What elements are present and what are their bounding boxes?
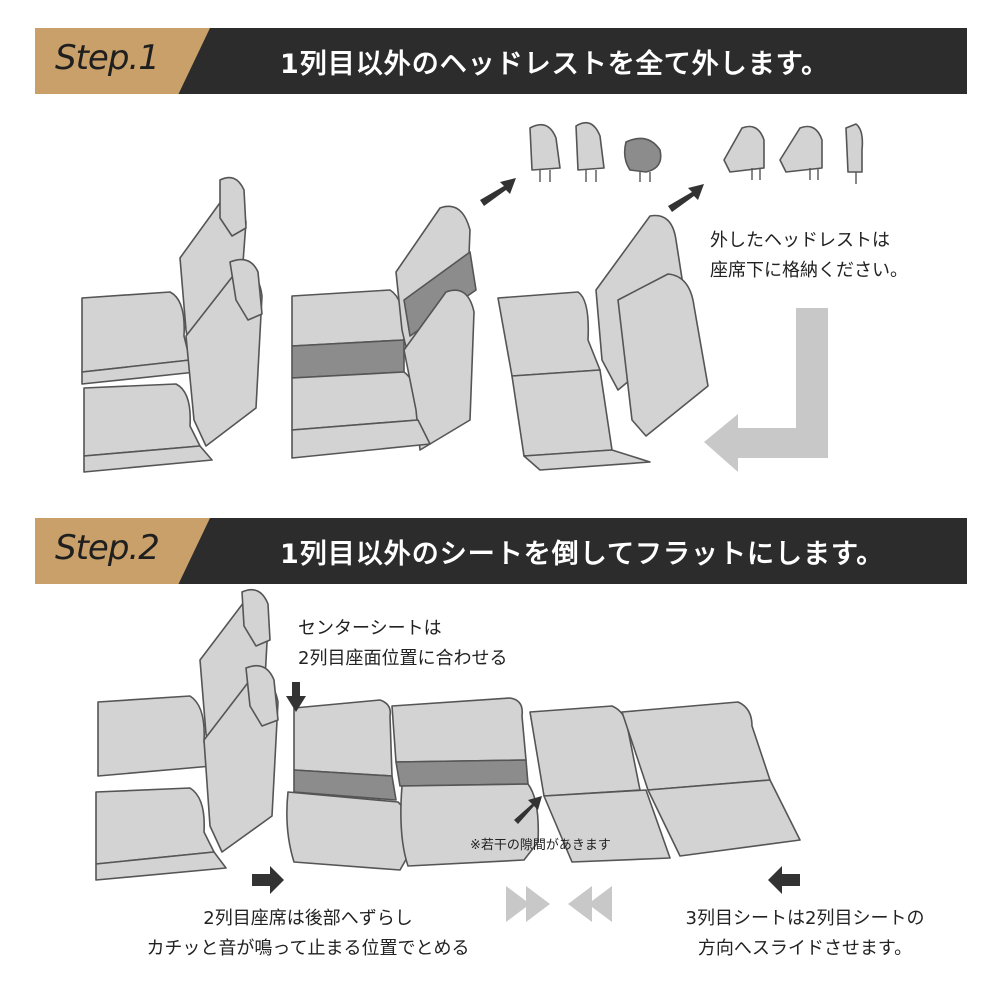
row2-note-line2: カチッと音が鳴って止まる位置でとめる xyxy=(146,938,470,959)
step2-header: Step.2 1列目以外のシートを倒してフラットにします。 xyxy=(35,518,967,584)
headrest-note-line2: 座席下に格納ください。 xyxy=(710,260,908,281)
gap-note: ※若干の隙間があきます xyxy=(470,838,611,853)
arrow-icon xyxy=(514,796,542,824)
step1-title: 1列目以外のヘッドレストを全て外します。 xyxy=(280,49,830,80)
center-note-line1: センターシートは xyxy=(298,618,442,639)
step1-second-row xyxy=(291,205,477,459)
step2-second-row xyxy=(286,697,540,871)
step1-tag: Step.1 xyxy=(35,28,210,94)
center-note-line2: 2列目座面位置に合わせる xyxy=(298,648,508,669)
arrow-icon xyxy=(768,866,800,894)
row3-note-line2: 方向へスライドさせます。 xyxy=(697,938,913,959)
removed-headrests xyxy=(529,121,864,184)
center-seat-note: センターシートは 2列目座面位置に合わせる xyxy=(298,614,507,674)
step1-front-seats xyxy=(81,176,263,473)
headrest-note-line1: 外したヘッドレストは xyxy=(710,230,890,251)
arrow-icon xyxy=(286,682,306,712)
step2-title: 1列目以外のシートを倒してフラットにします。 xyxy=(280,539,885,570)
step1-header: Step.1 1列目以外のヘッドレストを全て外します。 xyxy=(35,28,967,94)
step1-label: Step.1 xyxy=(55,38,160,78)
slide-right-icon xyxy=(526,886,550,922)
arrow-icon xyxy=(480,178,516,206)
store-arrow-icon xyxy=(704,308,828,472)
step2-label: Step.2 xyxy=(55,528,160,568)
row3-note-line1: 3列目シートは2列目シートの xyxy=(685,908,925,929)
row2-note-line1: 2列目座席は後部へずらし xyxy=(203,908,413,929)
step2-third-row xyxy=(529,701,801,863)
arrow-icon xyxy=(668,184,704,212)
slide-right-icon xyxy=(506,886,530,922)
headrest-storage-note: 外したヘッドレストは 座席下に格納ください。 xyxy=(710,226,908,286)
slide-left-icon xyxy=(588,886,612,922)
row3-note: 3列目シートは2列目シートの 方向へスライドさせます。 xyxy=(660,904,950,964)
slide-left-icon xyxy=(568,886,592,922)
arrow-icon xyxy=(252,866,284,894)
step2-tag: Step.2 xyxy=(35,518,210,584)
step2-front-seats xyxy=(95,588,279,881)
row2-note: 2列目座席は後部へずらし カチッと音が鳴って止まる位置でとめる xyxy=(128,904,488,964)
step1-third-row xyxy=(497,214,709,471)
